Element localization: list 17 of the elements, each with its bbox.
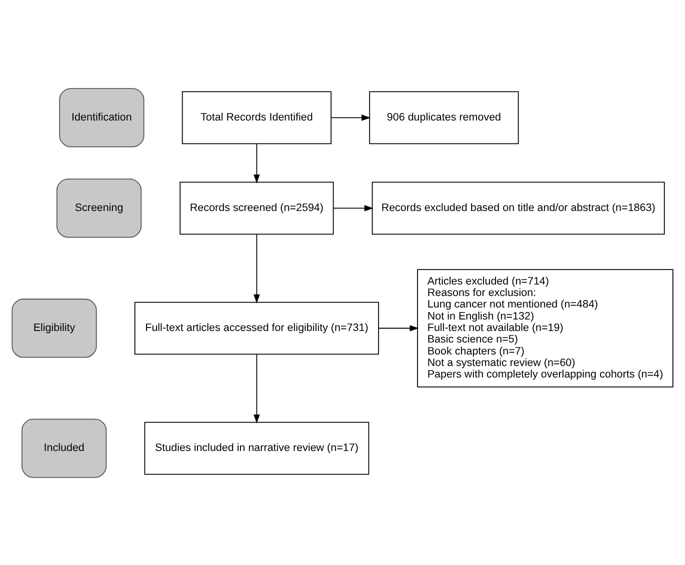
arrow [254,354,260,423]
node-box: Identification [59,88,144,147]
node-box: Screening [56,178,142,238]
node-box: 906 duplicates removed [369,90,519,144]
node-box: Included [22,418,107,478]
arrow [378,324,419,331]
node-box: Articles excluded (n=714) Reasons for exclusion: Lung cancer not mentioned (n=484) Not in English (n=132) Full-text not available (n=19) Basic science n=5) Book chapters (n=7) Not a systematic review (n=60) Papers with completely overlapping cohorts (n=4) [417,268,674,387]
node-box: Total Records Identified [182,90,332,144]
node-box: Studies included in narrative review (n=17) [144,421,370,474]
node-box: Eligibility [12,298,97,358]
node-box: Records screened (n=2594) [180,181,334,234]
arrow [332,204,374,211]
arrow [254,234,260,303]
node-box: Records excluded based on title and/or abstract (n=1863) [372,181,665,234]
arrow [254,142,260,183]
node-box: Full-text articles accessed for eligibility (n=731) [134,301,379,354]
arrow [330,114,371,120]
